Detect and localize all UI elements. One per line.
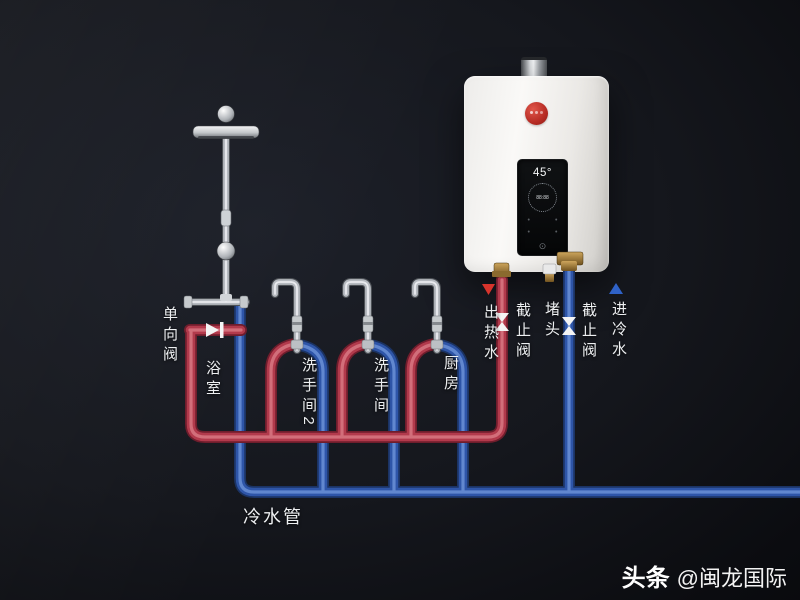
label-kitchen: 厨房 (442, 355, 459, 395)
cold-inlet-fitting (561, 261, 577, 271)
heater-fittings (492, 251, 584, 282)
shower-ball-joint-icon (217, 105, 235, 123)
label-washroom2: 洗手间2 (300, 357, 317, 430)
display-button-icon: • (555, 229, 558, 236)
valve-symbols (206, 283, 623, 338)
display-button-icon: • (555, 217, 558, 224)
label-plug: 堵头 (543, 301, 560, 341)
power-icon: ⊙ (538, 241, 547, 251)
dial-readout: 88:88 (536, 194, 549, 201)
label-one-way-valve: 单向阀 (161, 306, 178, 366)
label-cold-water-in: 进冷水 (610, 301, 627, 361)
watermark: 头条 @闽龙国际 (622, 558, 787, 593)
cold-arrow-icon (609, 283, 623, 294)
label-washroom: 洗手间 (372, 357, 389, 417)
shower-fixture (183, 105, 260, 309)
bar-cap (239, 295, 249, 309)
label-stop-valve-hot: 截止阀 (514, 302, 531, 362)
plug-cap-icon (542, 263, 557, 275)
water-heater: 45° 88:88 • • • • ⊙ (464, 76, 609, 272)
pole-joint (220, 294, 232, 301)
shower-knob-icon (216, 241, 236, 261)
shower-head-underside (198, 136, 254, 139)
display-button-icon: • (527, 217, 530, 224)
brand-logo-icon (525, 102, 548, 125)
label-hot-water-out: 出热水 (482, 304, 499, 364)
display-button-row: • • (528, 217, 558, 224)
heater-display: 45° 88:88 • • • • ⊙ (517, 159, 568, 256)
shower-slider-icon (220, 209, 232, 227)
watermark-handle: @闽龙国际 (676, 566, 787, 591)
display-button-icon: • (527, 229, 530, 236)
one-way-valve-icon (206, 323, 219, 337)
bar-cap (183, 295, 193, 309)
label-bathroom: 浴室 (204, 360, 221, 400)
stop-valve-icon-hot (495, 313, 509, 322)
plug-fitting (545, 273, 554, 282)
label-stop-valve-cold: 截止阀 (580, 302, 597, 362)
hot-arrow-icon (482, 284, 495, 295)
temperature-readout: 45° (533, 167, 552, 179)
stop-valve-icon-cold (562, 317, 576, 326)
display-button-row: • • (528, 229, 558, 236)
hot-outlet-nut (492, 271, 511, 277)
cold-water-pipes (240, 264, 800, 492)
control-dial-icon: 88:88 (528, 183, 557, 212)
label-cold-water-pipe: 冷水管 (243, 507, 303, 527)
faucet-fittings (290, 315, 444, 350)
watermark-brand: 头条 (621, 565, 670, 592)
